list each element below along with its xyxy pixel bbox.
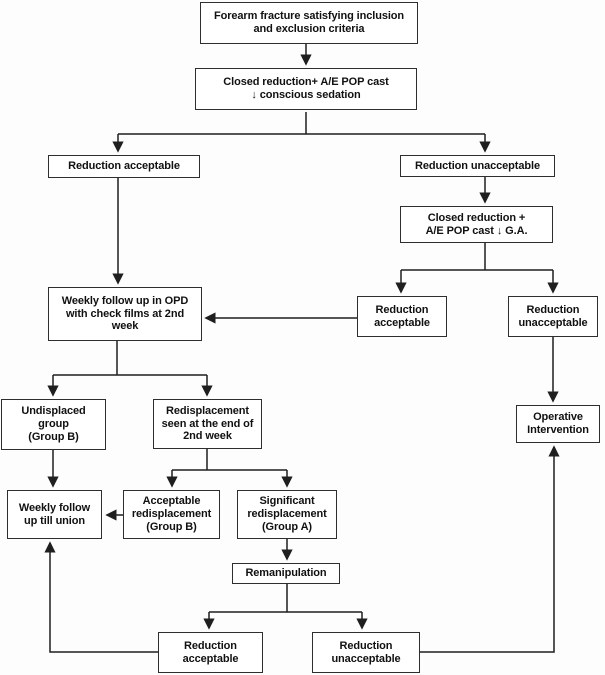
node-acceptable-redisplacement: Acceptable redisplacement (Group B)	[123, 490, 220, 539]
connector-unacceptable3-to-operative	[420, 445, 560, 653]
node-operative-intervention: Operative Intervention	[516, 405, 600, 443]
node-closed-reduction-sedation: Closed reduction+ A/E POP cast ↓ conscio…	[195, 68, 417, 110]
node-closed-reduction-ga: Closed reduction + A/E POP cast ↓ G.A.	[400, 206, 553, 243]
node-reduction-acceptable-2: Reduction acceptable	[357, 296, 447, 337]
node-remanipulation: Remanipulation	[232, 563, 340, 584]
node-redisplacement-seen: Redisplacement seen at the end of 2nd we…	[153, 399, 262, 449]
node-reduction-unacceptable-1: Reduction unacceptable	[400, 155, 555, 177]
node-reduction-acceptable-3: Reduction acceptable	[158, 632, 263, 673]
node-reduction-unacceptable-3: Reduction unacceptable	[312, 632, 420, 673]
node-weekly-followup-union: Weekly follow up till union	[7, 490, 102, 539]
node-reduction-acceptable-1: Reduction acceptable	[48, 155, 200, 178]
node-undisplaced-group: Undisplaced group (Group B)	[1, 399, 106, 450]
node-significant-redisplacement: Significant redisplacement (Group A)	[237, 490, 337, 539]
connectors	[44, 44, 560, 653]
node-weekly-followup-opd: Weekly follow up in OPD with check films…	[48, 287, 202, 341]
connector-acceptable3-to-weeklyunion	[44, 541, 158, 653]
node-reduction-unacceptable-2: Reduction unacceptable	[508, 296, 598, 337]
node-forearm-fracture: Forearm fracture satisfying inclusion an…	[200, 2, 418, 44]
